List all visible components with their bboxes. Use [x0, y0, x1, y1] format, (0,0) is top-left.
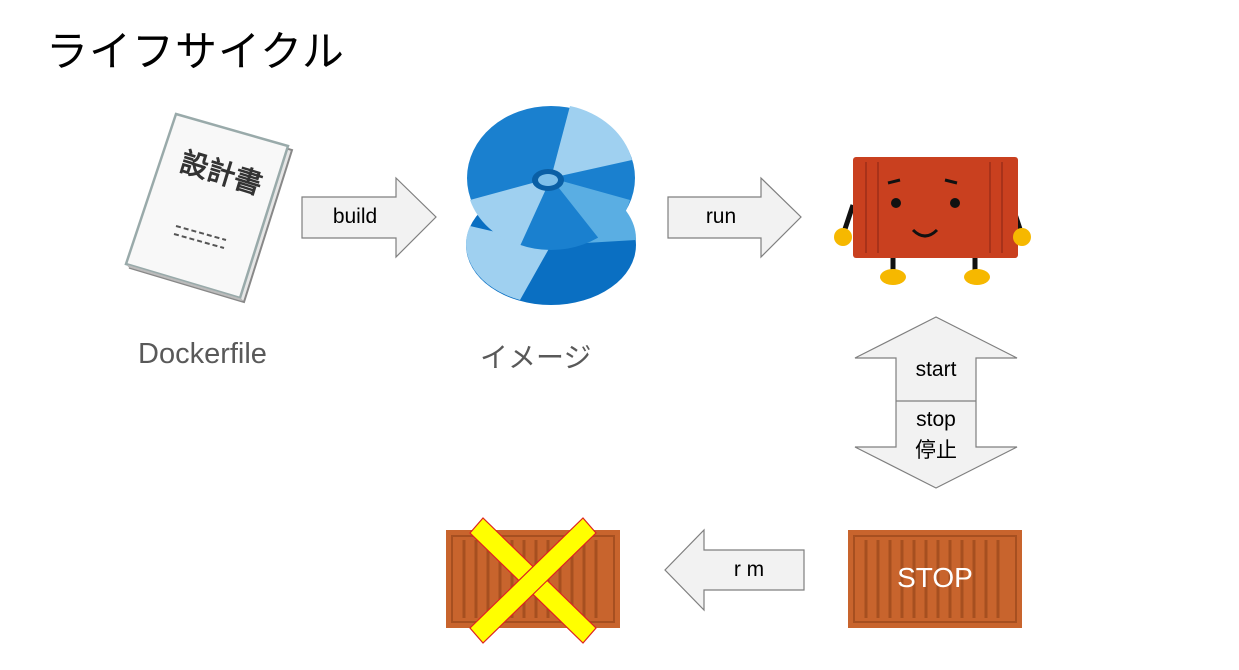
page-title: ライフサイクル: [46, 27, 345, 76]
stopped-container-label: STOP: [897, 562, 973, 593]
run-arrow: [667, 176, 802, 259]
rm-label: r m: [733, 558, 765, 581]
rm-arrow: [664, 528, 805, 612]
running-container-icon: [834, 157, 1031, 285]
start-label: start: [915, 358, 957, 381]
build-arrow: [301, 176, 437, 259]
stop-jp-label: 停止: [915, 438, 957, 462]
delete-cross-icon: [469, 517, 597, 644]
image-disc-icon: [466, 106, 637, 305]
image-caption: イメージ: [480, 341, 592, 374]
dockerfile-book-icon: 設計書: [124, 112, 294, 304]
stopped-container-icon: [848, 530, 1022, 628]
start-stop-arrow: [854, 316, 1018, 489]
dockerfile-caption: Dockerfile: [138, 338, 267, 370]
run-label: run: [705, 205, 737, 228]
build-label: build: [332, 205, 378, 228]
stop-label: stop: [916, 408, 956, 431]
